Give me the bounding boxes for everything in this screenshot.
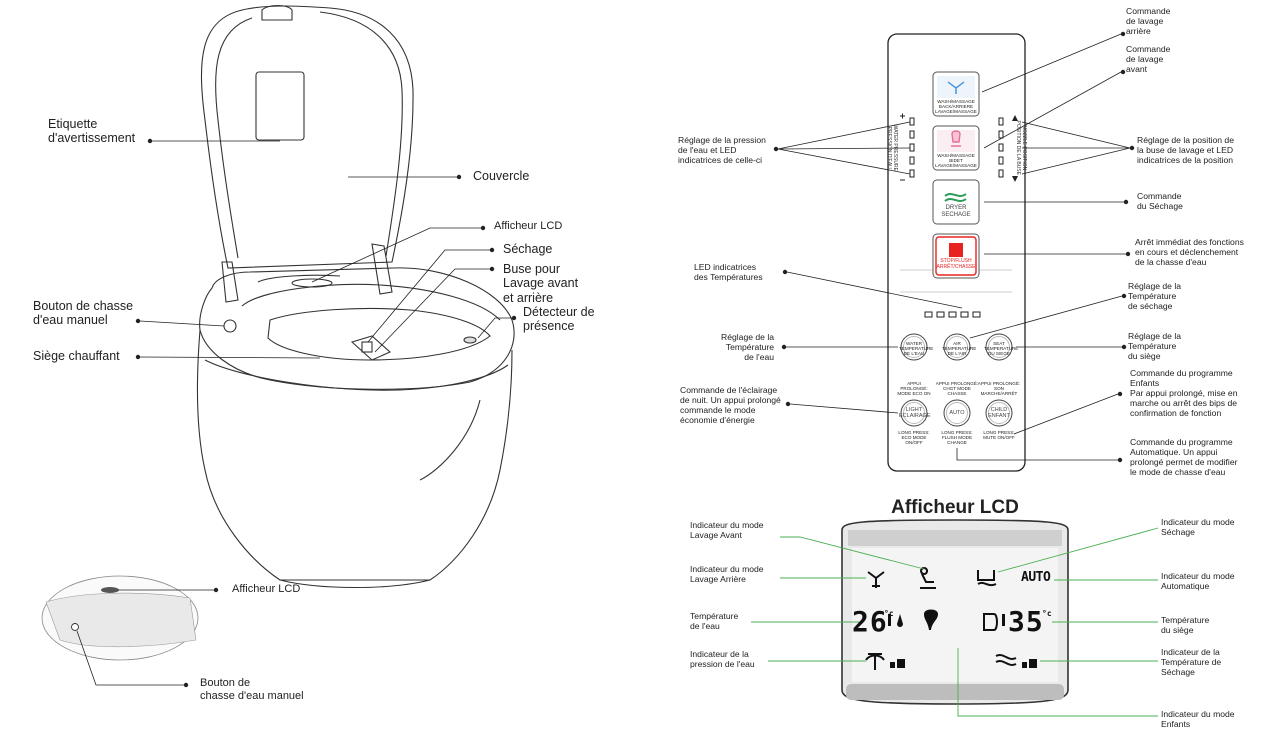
label-lcd-pression: Indicateur de la pression de l'eau bbox=[690, 649, 755, 669]
label-etiquette: Etiquette d'avertissement bbox=[48, 117, 136, 146]
remote-square-buttons bbox=[932, 71, 980, 279]
btn-child-text: CHILD ENFANT bbox=[988, 407, 1010, 420]
label-auto: Commande du programme Automatique. Un ap… bbox=[1130, 437, 1238, 477]
label-lcd-temp-siege: Température du siège bbox=[1161, 615, 1210, 635]
btn-air-text: AIR TEMPERATURE DE L'AIR bbox=[942, 341, 977, 357]
btn-seat-text: SEAT TEMPERATURE DU SIEGE bbox=[984, 341, 1019, 357]
lcd-seat-arrow-icon bbox=[1002, 614, 1005, 626]
btn-auto-text: AUTO bbox=[949, 410, 965, 416]
lcd-seat-temp-value: 35 bbox=[1008, 605, 1044, 638]
remote-side-arrows bbox=[900, 113, 1018, 182]
lcd-seat-icon bbox=[983, 613, 998, 631]
lcd-pressure-bar-1 bbox=[890, 662, 895, 668]
lcd-child-icon bbox=[924, 609, 938, 630]
toilet-illustration bbox=[196, 4, 515, 589]
bot-auto-text: LONG PRESS: FLUSH MODE CHANGE bbox=[941, 430, 973, 446]
top-child-text: APPUI PROLONGÉ: SON MARCHE/ARRÊT bbox=[977, 381, 1021, 397]
top-auto-text: APPUI PROLONGÉ: CHGT MODE CHASSE bbox=[935, 381, 979, 397]
inset-panel bbox=[41, 575, 199, 661]
label-afficheur: Afficheur LCD bbox=[494, 220, 563, 232]
toilet-lid bbox=[200, 5, 414, 269]
left-leaders bbox=[76, 140, 514, 686]
btn-dryer-text: DRYER SECHAGE bbox=[941, 205, 971, 218]
top-light-text: APPUI PROLONGÉ: MODE ECO ON bbox=[897, 381, 931, 397]
bot-light-text: LONG PRESS: ECO MODE ON/OFF bbox=[898, 430, 930, 446]
bot-child-text: LONG PRESS: MUTE ON/OFF bbox=[983, 430, 1015, 441]
back-wash-icon bbox=[947, 81, 965, 94]
label-buse: Buse pour Lavage avant et arrière bbox=[503, 262, 579, 305]
flush-button-on-toilet bbox=[223, 319, 237, 333]
btn-light-text: LIGHT ECLAIRAGE bbox=[899, 407, 931, 420]
lcd-air-bar-1 bbox=[1022, 662, 1027, 668]
label-temp-siege: Réglage de la Température du siège bbox=[1128, 331, 1182, 361]
bidet-wash-icon bbox=[951, 130, 961, 147]
lcd-title: Afficheur LCD bbox=[891, 497, 1019, 518]
remote-leaders bbox=[777, 33, 1131, 461]
btn-bidet-text: WASH/MASSAGE BIDET LAVAGE/MASSAGE bbox=[935, 153, 977, 169]
label-lcd-temp-sechage: Indicateur de la Température de Séchage bbox=[1161, 647, 1222, 677]
label-lcd-arriere: Indicateur du mode Lavage Arrière bbox=[690, 564, 764, 584]
lcd-water-temp-value: 26 bbox=[852, 605, 888, 638]
remote-led-columns bbox=[909, 117, 1004, 318]
lcd-water-degree: °c bbox=[884, 609, 894, 618]
label-lcd-temp-eau: Température de l'eau bbox=[690, 611, 739, 631]
label-cmd-sechage: Commande du Séchage bbox=[1137, 191, 1183, 211]
label-cmd-avant: Commande de lavage avant bbox=[1126, 44, 1171, 74]
lcd-drop-icon bbox=[897, 614, 903, 627]
label-couvercle: Couvercle bbox=[473, 169, 530, 183]
lcd-air-bar-2 bbox=[1029, 659, 1037, 668]
label-siege: Siège chauffant bbox=[33, 349, 120, 363]
label-cmd-arriere: Commande de lavage arrière bbox=[1126, 6, 1171, 36]
label-lcd-sechage: Indicateur du mode Séchage bbox=[1161, 517, 1235, 537]
lcd-pressure-bar-2 bbox=[897, 659, 905, 668]
lcd-dryer-icon bbox=[977, 570, 997, 587]
lcd-display-on-toilet bbox=[291, 278, 333, 288]
label-lcd-automatique: Indicateur du mode Automatique bbox=[1161, 571, 1235, 591]
remote-round-buttons bbox=[900, 333, 1013, 427]
lcd-leaders bbox=[751, 527, 1159, 717]
lcd-pressure-icon bbox=[865, 653, 885, 670]
side-position-text: NOZZLE POSITION POSITION DE LA BUSE bbox=[1015, 120, 1027, 175]
lcd-seat-degree: °c bbox=[1042, 609, 1052, 618]
stop-square-icon bbox=[949, 243, 963, 257]
label-led-temp: LED indicatrices des Températures bbox=[694, 262, 763, 282]
label-temp-eau: Réglage de la Température de l'eau bbox=[721, 332, 775, 362]
label-position: Réglage de la position de la buse de lav… bbox=[1137, 135, 1234, 165]
lcd-arrow-icon bbox=[888, 614, 891, 626]
label-lcd-avant: Indicateur du mode Lavage Avant bbox=[690, 520, 764, 540]
lcd-back-wash-icon bbox=[867, 571, 885, 588]
label-lcd-enfants: Indicateur du mode Enfants bbox=[1161, 709, 1235, 729]
lcd-air-temp-icon bbox=[995, 654, 1017, 666]
label-enfants: Commande du programme Enfants Par appui … bbox=[1130, 368, 1238, 418]
label-bouton-chasse: Bouton de chasse d'eau manuel bbox=[33, 299, 134, 328]
side-pressure-text: WATER PRESSURE PRESSION D'EAU bbox=[886, 124, 898, 171]
label-inset-afficheur: Afficheur LCD bbox=[232, 583, 301, 595]
lcd-auto-indicator: AUTO bbox=[1021, 570, 1051, 585]
label-sechage: Séchage bbox=[503, 242, 553, 256]
label-pression: Réglage de la pression de l'eau et LED i… bbox=[678, 135, 766, 165]
label-temp-sechage: Réglage de la Température de séchage bbox=[1128, 281, 1182, 311]
btn-water-text: WATER TEMPERATURE DE L'EAU bbox=[899, 341, 934, 357]
label-detecteur: Détecteur de présence bbox=[523, 305, 595, 334]
btn-back-text: WASH/MASSAGE BACK/ARRIERE LAVAGE/MASSAGE bbox=[935, 99, 977, 115]
warning-label bbox=[255, 71, 305, 141]
label-eclairage: Commande de l'éclairage de nuit. Un appu… bbox=[680, 385, 781, 425]
remote-bullets bbox=[773, 31, 1135, 463]
dryer-wave-icon bbox=[944, 193, 967, 202]
label-arret: Arrêt immédiat des fonctions en cours et… bbox=[1135, 237, 1244, 267]
btn-stop-text: STOP/FLUSH ARRÊT/CHASSE bbox=[936, 258, 976, 270]
label-inset-bouton: Bouton de chasse d'eau manuel bbox=[200, 677, 304, 702]
left-bullets bbox=[135, 138, 517, 688]
